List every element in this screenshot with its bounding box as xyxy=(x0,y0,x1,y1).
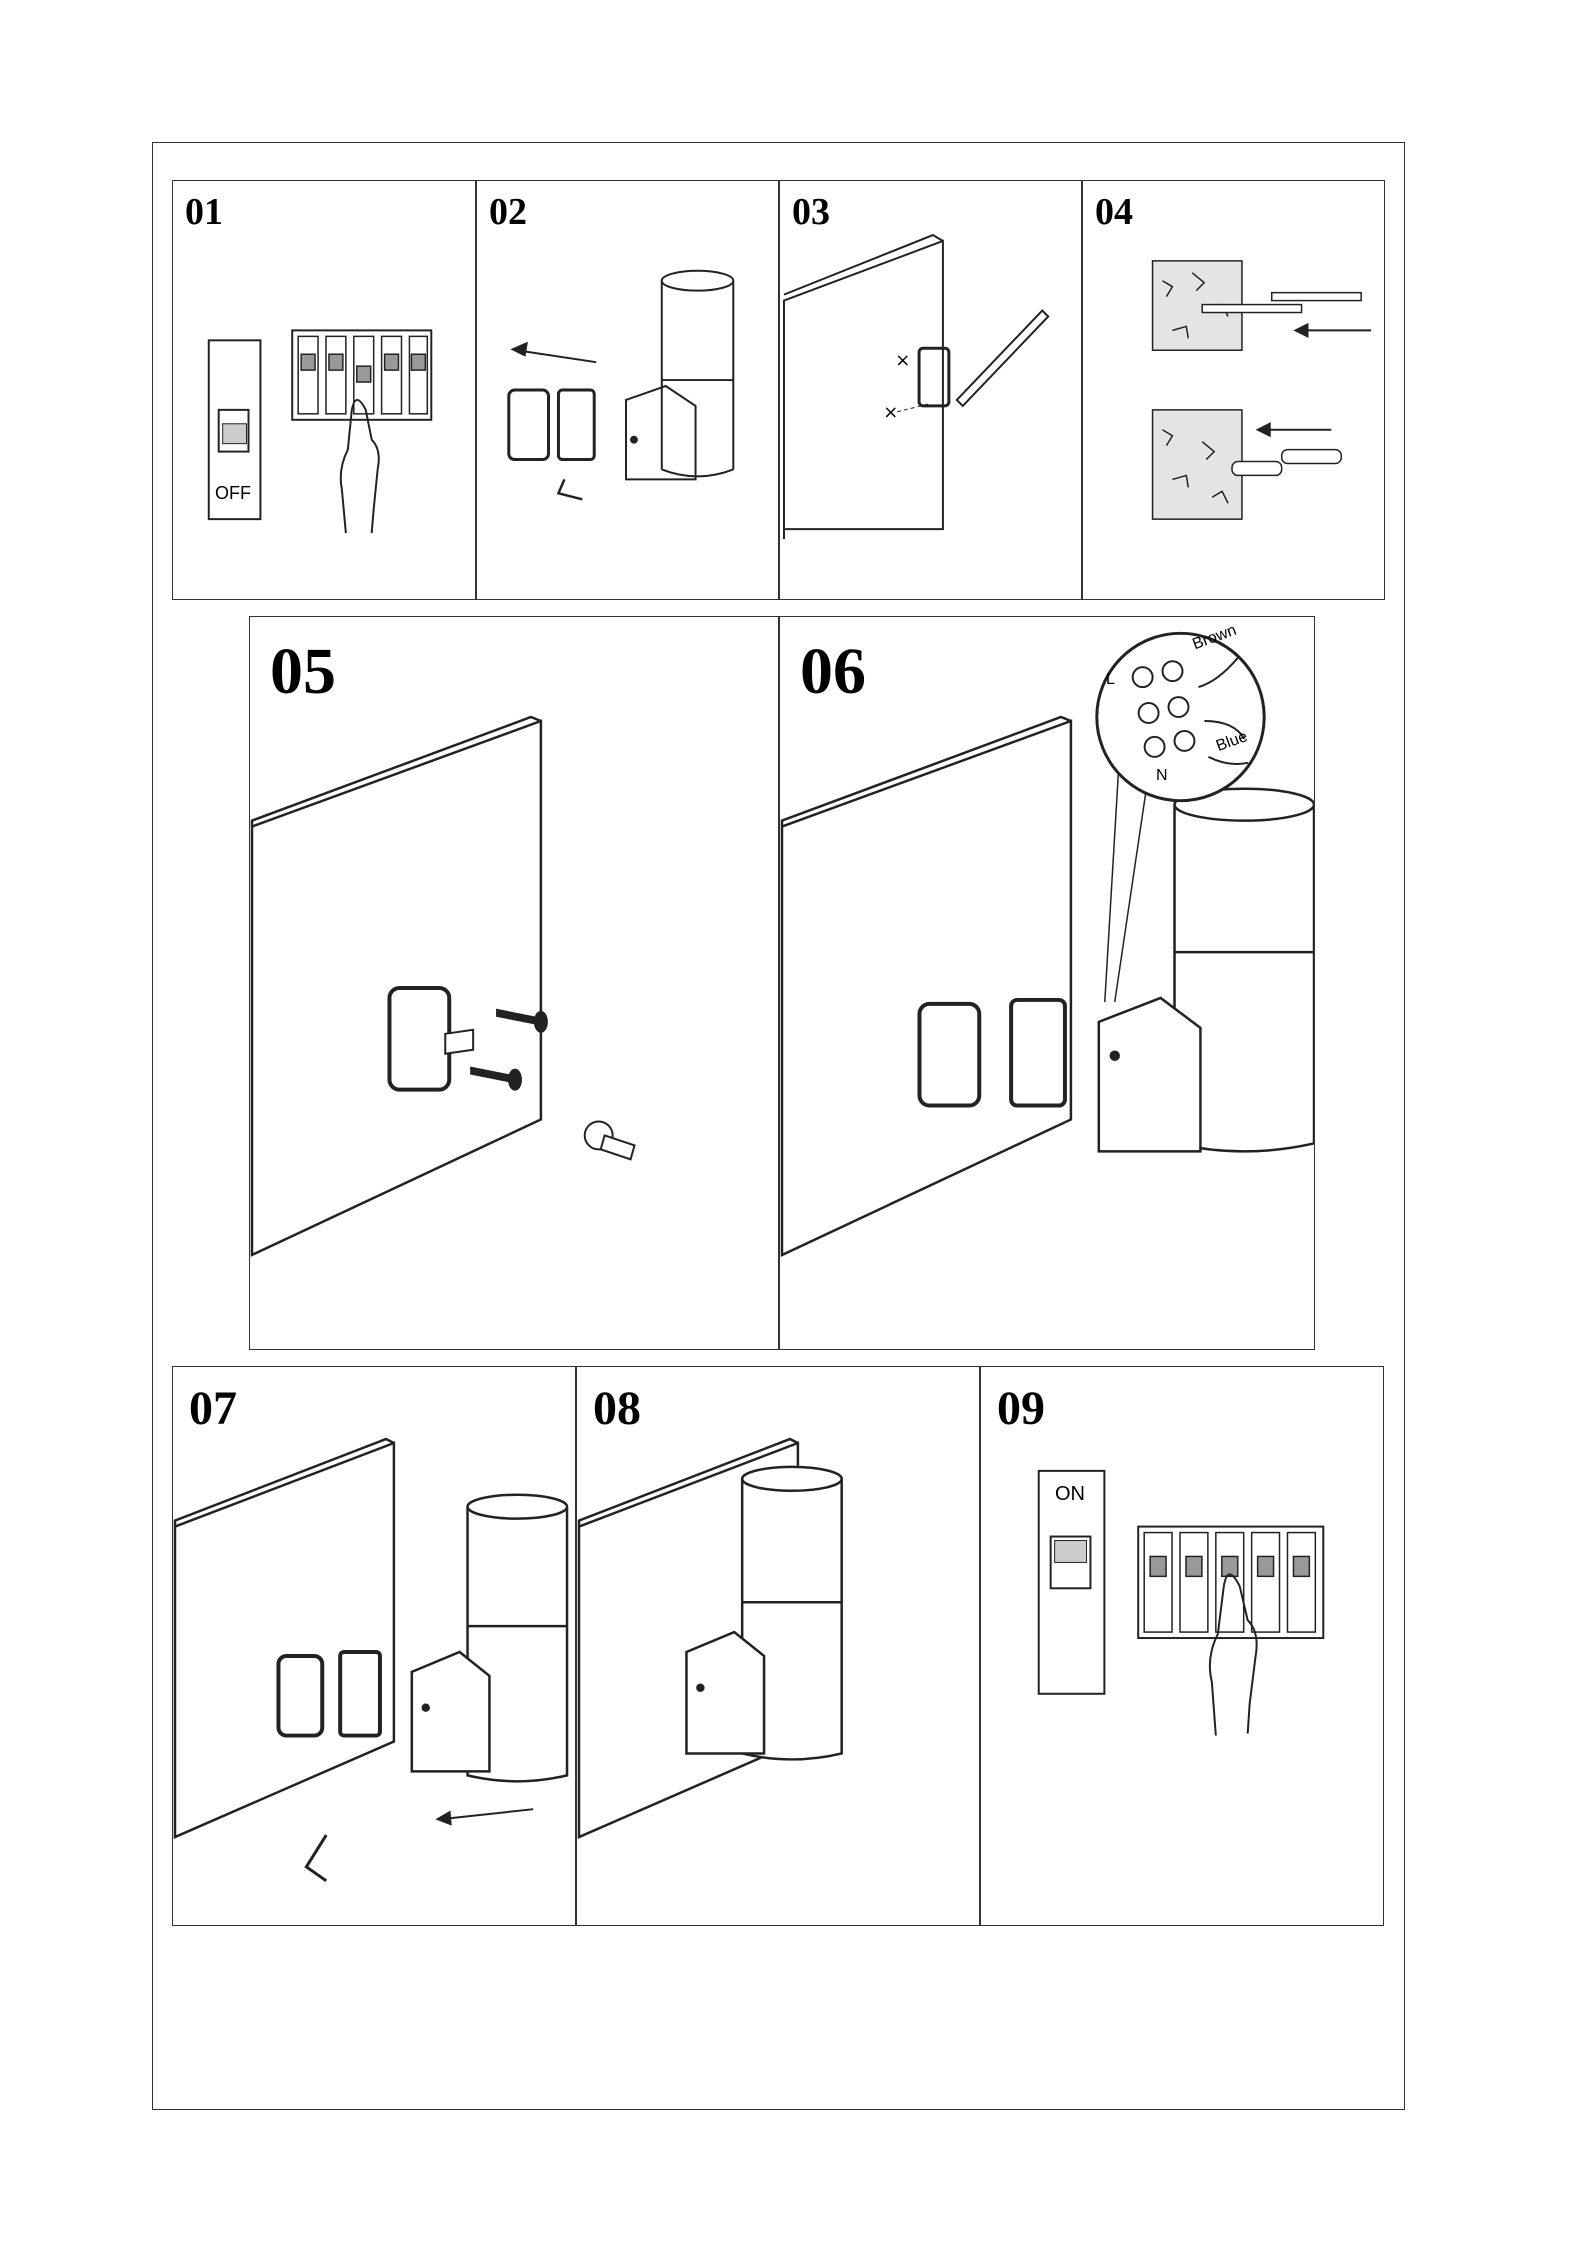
terminal-block-icon xyxy=(1097,633,1264,800)
screw-icon xyxy=(471,1010,547,1090)
switch-label: ON xyxy=(1055,1483,1085,1506)
step-02-panel: 02 xyxy=(476,180,779,600)
wall-lamp-icon xyxy=(626,271,733,480)
wall-lamp-icon xyxy=(686,1467,841,1760)
arrow-icon xyxy=(513,343,596,362)
circuit-breaker-icon xyxy=(981,1367,1383,1925)
hand-icon xyxy=(1210,1574,1257,1735)
circuit-breaker-icon xyxy=(173,181,475,599)
step-04-panel: 04 xyxy=(1082,180,1385,600)
arrow-icon xyxy=(438,1809,534,1824)
step-08-panel: 08 xyxy=(576,1366,980,1926)
wall-lamp-icon xyxy=(412,1495,567,1782)
allen-key-icon xyxy=(558,479,582,499)
switch-label: OFF xyxy=(215,483,251,504)
step-09-panel: 09 ON xyxy=(980,1366,1384,1926)
neutral-label: N xyxy=(1156,767,1168,785)
gasket-icon xyxy=(558,390,594,460)
gasket-icon xyxy=(1011,1000,1065,1106)
mounting-plate-icon xyxy=(919,1004,979,1106)
mounting-plate-icon xyxy=(389,988,449,1090)
arrow-icon xyxy=(1258,324,1371,435)
step-05-panel: 05 xyxy=(249,616,779,1350)
gasket-icon xyxy=(340,1652,380,1736)
live-label: L xyxy=(1106,671,1115,689)
mounting-plate-icon xyxy=(278,1656,322,1736)
pencil-icon xyxy=(957,311,1048,406)
mounting-plate-icon xyxy=(919,348,949,406)
allen-key-icon xyxy=(306,1835,326,1881)
wall-lamp-icon xyxy=(1099,789,1314,1152)
wall-plug-icon xyxy=(585,1121,635,1159)
step-07-panel: 07 xyxy=(172,1366,576,1926)
svg-text:×: × xyxy=(883,402,898,423)
step-06-panel: 06 L N Brown Blue xyxy=(779,616,1315,1350)
wall-plug-icon xyxy=(1232,450,1341,476)
step-01-panel: 01 OFF xyxy=(172,180,476,600)
step-03-panel: 03 × × xyxy=(779,180,1082,600)
mounting-plate-icon xyxy=(509,390,549,460)
svg-text:×: × xyxy=(895,350,910,371)
